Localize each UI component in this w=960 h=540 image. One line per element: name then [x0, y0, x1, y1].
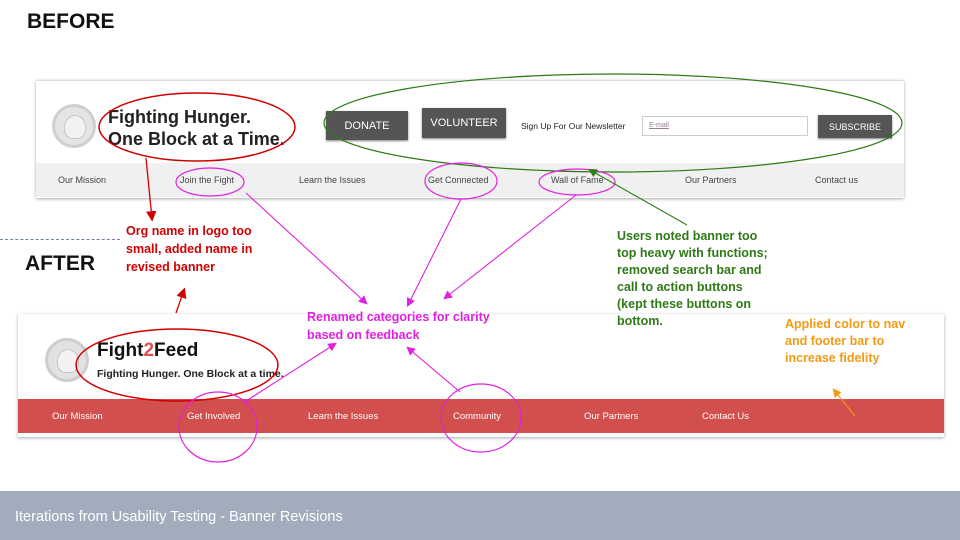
before-nav-our-partners[interactable]: Our Partners	[685, 175, 737, 185]
before-heading: BEFORE	[27, 10, 115, 33]
donate-button[interactable]: DONATE	[326, 111, 408, 140]
before-nav-join-the-fight[interactable]: Join the Fight	[180, 175, 235, 185]
red-arrow-1	[145, 157, 157, 222]
note-red-line: revised banner	[126, 260, 215, 274]
brand-part1: Fight	[97, 340, 144, 361]
note-orange: Applied color to nav and footer bar to i…	[785, 316, 935, 367]
before-logo	[52, 104, 96, 148]
magenta-ellipse-community	[440, 383, 522, 453]
note-magenta-line: Renamed categories for clarity	[307, 310, 490, 324]
note-red-line: small, added name in	[126, 242, 253, 256]
magenta-arrow-wall	[443, 194, 577, 300]
magenta-arrow-involved	[242, 342, 337, 404]
brand-accent: 2	[143, 340, 155, 361]
after-nav-bar	[18, 399, 944, 433]
red-ellipse-before-title	[98, 92, 296, 162]
red-ellipse-after-brand	[75, 328, 279, 402]
note-magenta-line: based on feedback	[307, 328, 420, 342]
lightbulb-icon	[64, 115, 86, 139]
email-field[interactable]: E-mail	[642, 116, 808, 136]
after-logo	[45, 338, 89, 382]
after-nav-contact-us[interactable]: Contact Us	[702, 411, 749, 422]
magenta-arrow-community	[406, 346, 461, 393]
before-nav-our-mission[interactable]: Our Mission	[58, 175, 107, 185]
before-nav-learn-the-issues[interactable]: Learn the Issues	[299, 175, 366, 185]
before-nav-get-connected[interactable]: Get Connected	[428, 175, 489, 185]
footer-text: Iterations from Usability Testing - Bann…	[15, 509, 343, 525]
note-orange-line: and footer bar to	[785, 334, 885, 348]
note-green-line: call to action buttons	[617, 280, 743, 294]
orange-arrow	[832, 388, 856, 417]
after-nav-our-partners[interactable]: Our Partners	[584, 411, 639, 422]
after-nav-community[interactable]: Community	[453, 411, 502, 422]
before-nav-wall-of-fame[interactable]: Wall of Fame	[551, 175, 604, 185]
note-orange-line: Applied color to nav	[785, 317, 906, 331]
magenta-ellipse-join	[175, 167, 245, 197]
volunteer-button[interactable]: VOLUNTEER	[422, 108, 506, 138]
before-nav-contact-us[interactable]: Contact us	[815, 175, 859, 185]
after-heading: AFTER	[25, 252, 95, 275]
note-orange-line: increase fidelity	[785, 351, 880, 365]
slide-footer	[0, 491, 960, 540]
note-red: Org name in logo too small, added name i…	[126, 222, 276, 276]
note-red-line: Org name in logo too	[126, 224, 252, 238]
dashed-divider	[0, 239, 120, 240]
green-ellipse-functions	[323, 73, 903, 173]
before-title: Fighting Hunger. One Block at a Time.	[108, 106, 308, 150]
note-green-line: bottom.	[617, 314, 663, 328]
after-nav-get-involved[interactable]: Get Involved	[187, 411, 241, 422]
magenta-ellipse-connected	[424, 162, 498, 200]
note-green-line: top heavy with functions;	[617, 246, 768, 260]
tagline: Fighting Hunger. One Block at a time.	[97, 368, 284, 380]
note-magenta: Renamed categories for clarity based on …	[307, 308, 527, 344]
newsletter-label: Sign Up For Our Newsletter	[521, 121, 626, 131]
before-nav-bar	[36, 163, 904, 197]
note-green-line: removed search bar and	[617, 263, 762, 277]
magenta-ellipse-wall	[538, 168, 616, 196]
note-green: Users noted banner too top heavy with fu…	[617, 228, 787, 330]
note-green-line: (kept these buttons on	[617, 297, 752, 311]
brand-name: Fight2Feed	[97, 340, 198, 362]
after-nav-our-mission[interactable]: Our Mission	[52, 411, 103, 422]
brand-part2: Feed	[154, 340, 199, 361]
red-arrow-2	[175, 287, 187, 314]
subscribe-button[interactable]: SUBSCRIBE	[818, 115, 892, 138]
lightbulb-icon	[57, 349, 79, 373]
magenta-arrow-join	[245, 192, 368, 305]
after-nav-learn-the-issues[interactable]: Learn the Issues	[308, 411, 379, 422]
before-title-line2: One Block at a Time.	[108, 129, 285, 149]
before-title-line1: Fighting Hunger.	[108, 107, 251, 127]
magenta-arrow-connected	[407, 198, 462, 307]
magenta-ellipse-involved	[178, 391, 258, 463]
note-green-line: Users noted banner too	[617, 229, 758, 243]
green-arrow	[588, 168, 688, 226]
